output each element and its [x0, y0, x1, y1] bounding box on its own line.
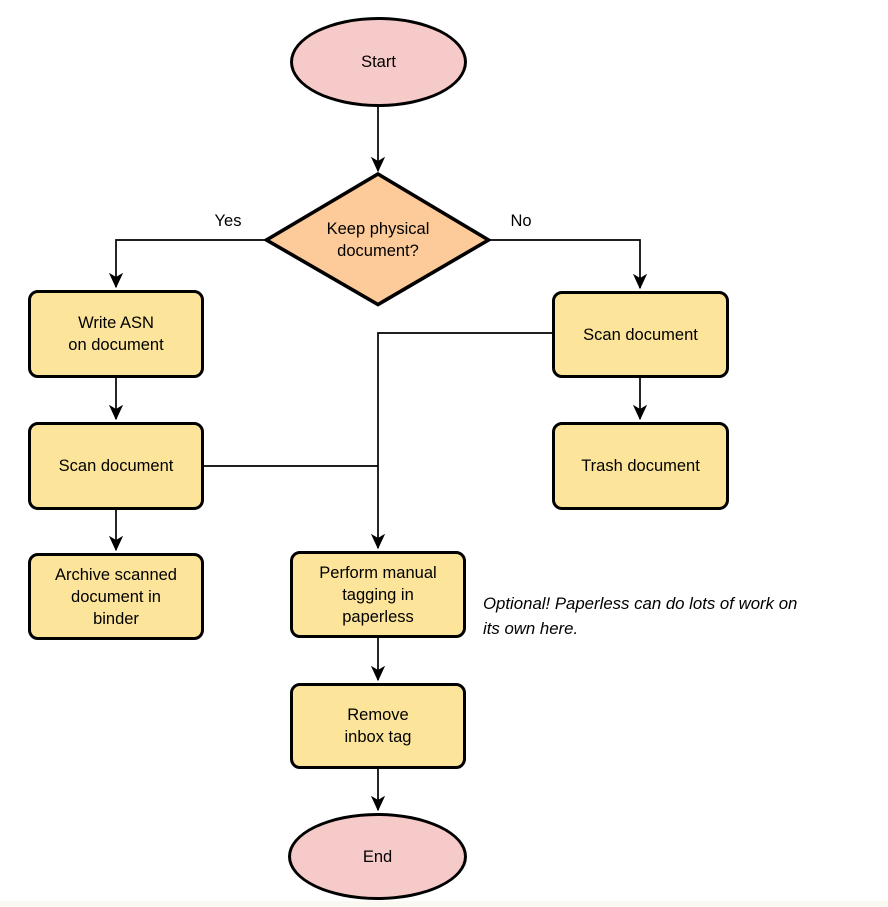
node-decision: Keep physical document?	[326, 220, 430, 260]
node-remove-inbox-tag: Remove inbox tag	[290, 683, 466, 769]
node-end: End	[288, 813, 467, 900]
node-manual-tagging: Perform manual tagging in paperless	[290, 551, 466, 638]
node-trash-document: Trash document	[552, 422, 729, 510]
node-scan-document-left: Scan document	[28, 422, 204, 510]
optional-note: Optional! Paperless can do lots of work …	[483, 594, 798, 638]
edge-label-no: No	[510, 212, 532, 230]
node-scan-document-right: Scan document	[552, 291, 729, 378]
node-start: Start	[290, 17, 467, 107]
decision-diamond-shape	[262, 171, 493, 307]
connector-decision-to-scan-right	[489, 239, 640, 288]
node-write-asn: Write ASN on document	[28, 290, 204, 378]
connector-decision-to-write-asn	[116, 239, 266, 287]
node-archive-in-binder: Archive scanned document in binder	[28, 553, 204, 640]
connector-scan-right-to-tagging	[378, 332, 552, 548]
edge-label-yes: Yes	[214, 212, 242, 230]
page-bottom-edge	[0, 901, 888, 907]
